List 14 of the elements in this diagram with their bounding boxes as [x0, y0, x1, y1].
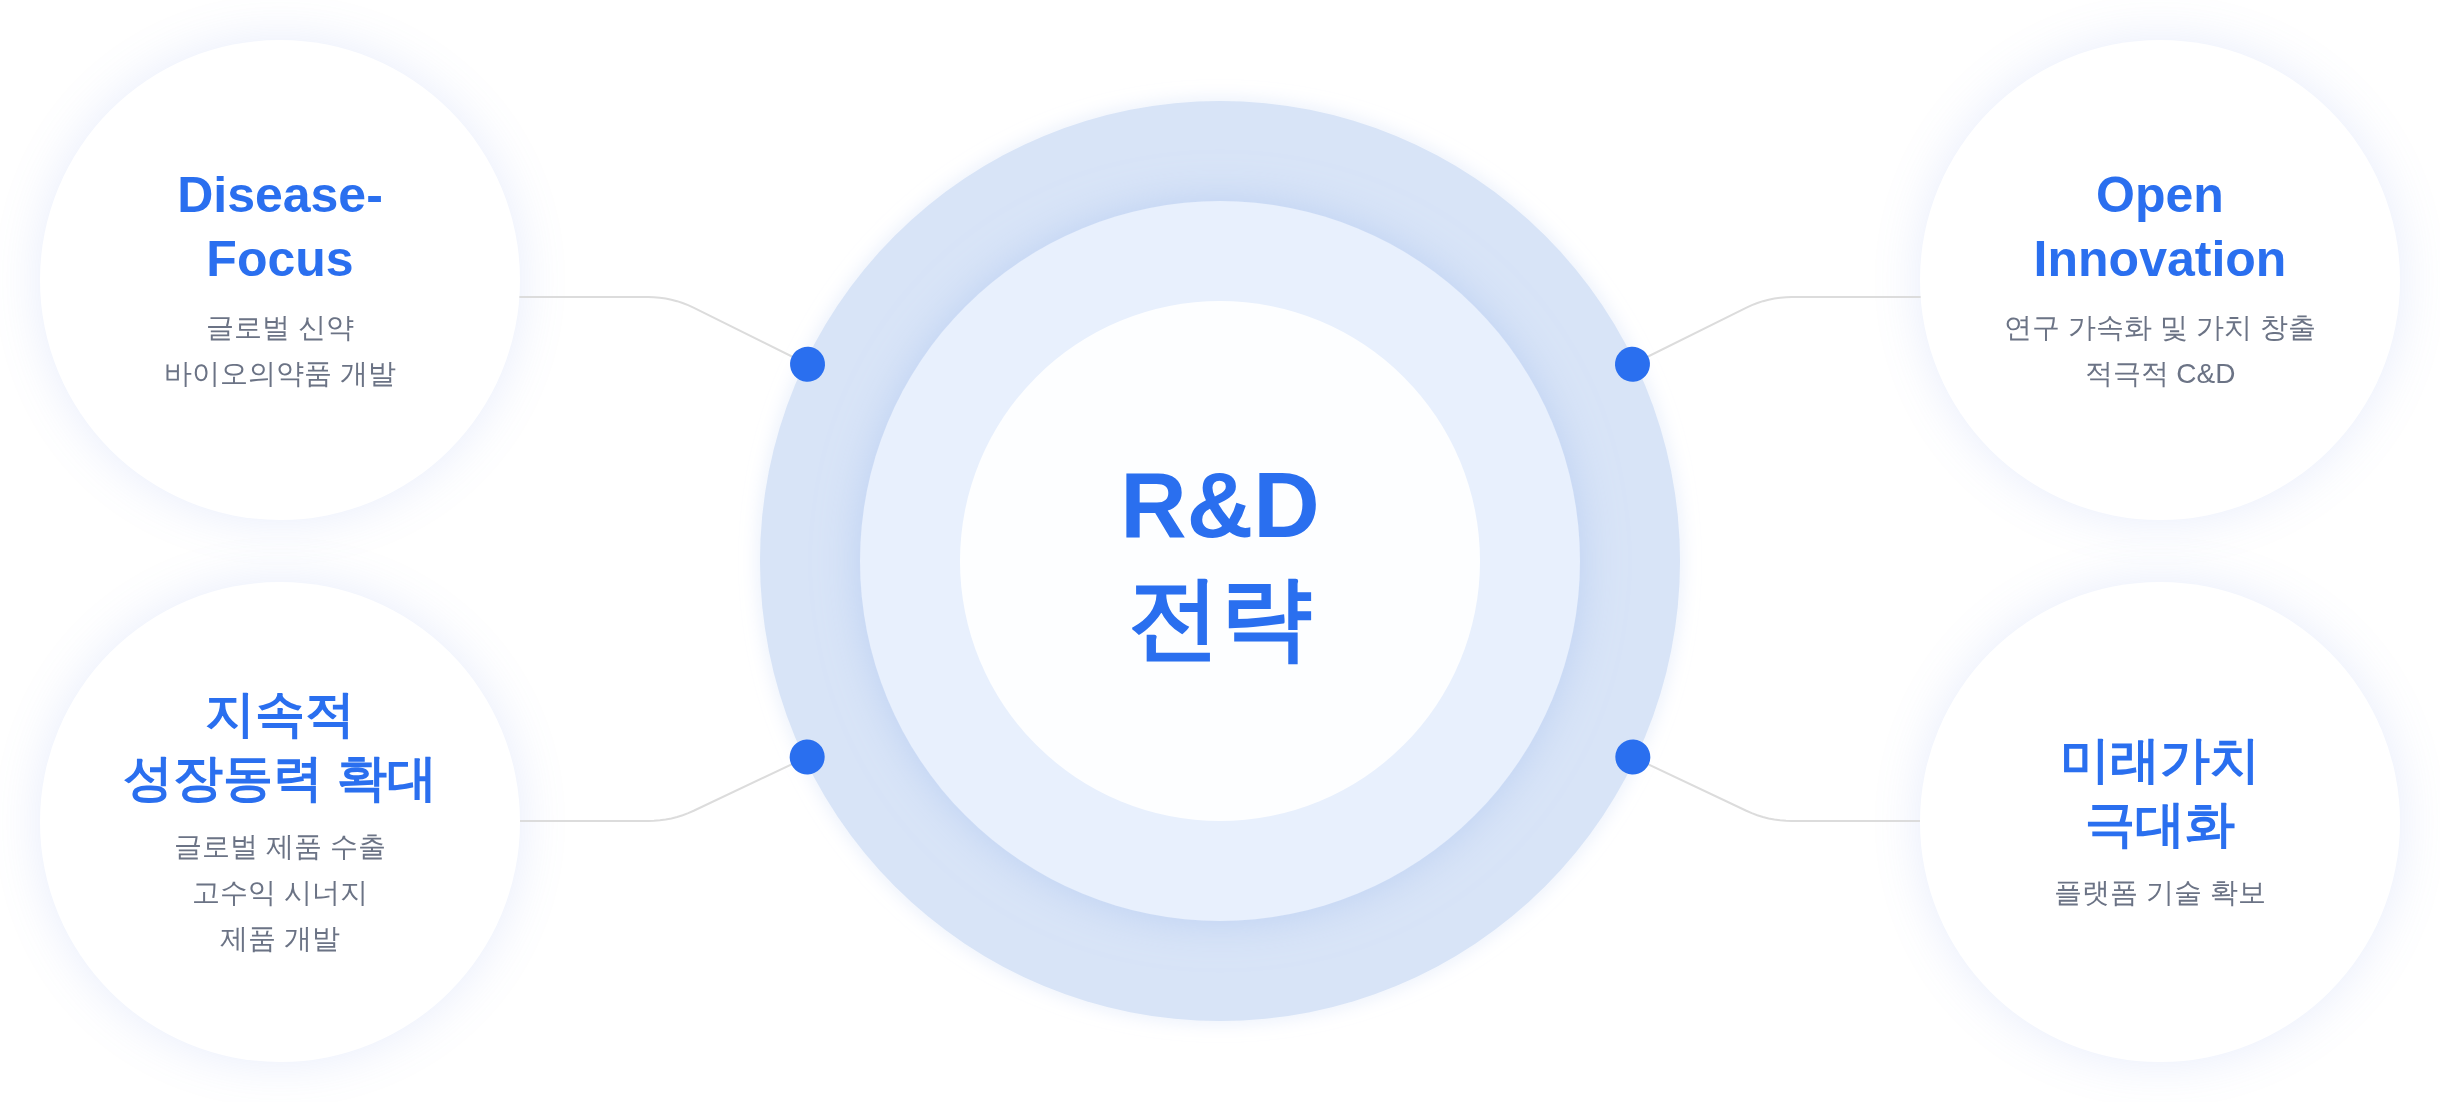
concentric-circles — [760, 101, 1680, 1021]
node-description: 연구 가속화 및 가치 창출 적극적 C&D — [2004, 311, 2316, 391]
node-description: 글로벌 신약 바이오의약품 개발 — [164, 311, 396, 391]
node-title: Disease-Focus — [177, 166, 383, 289]
center-title: R&D 전략 — [1120, 453, 1320, 670]
node-description: 플랫폼 기술 확보 — [2054, 876, 2266, 910]
connector-line — [1615, 739, 1921, 822]
node-description: 글로벌 제품 수출 고수익 시너지 제품 개발 — [174, 830, 386, 956]
connector-line — [519, 739, 825, 822]
node-title: 미래가치 극대화 — [2060, 731, 2260, 854]
connector-line — [1615, 296, 1922, 382]
node-title: 지속적 성장동력 확대 — [123, 685, 437, 808]
node-title: Open Innovation — [2033, 166, 2287, 289]
connector-line — [518, 296, 825, 382]
